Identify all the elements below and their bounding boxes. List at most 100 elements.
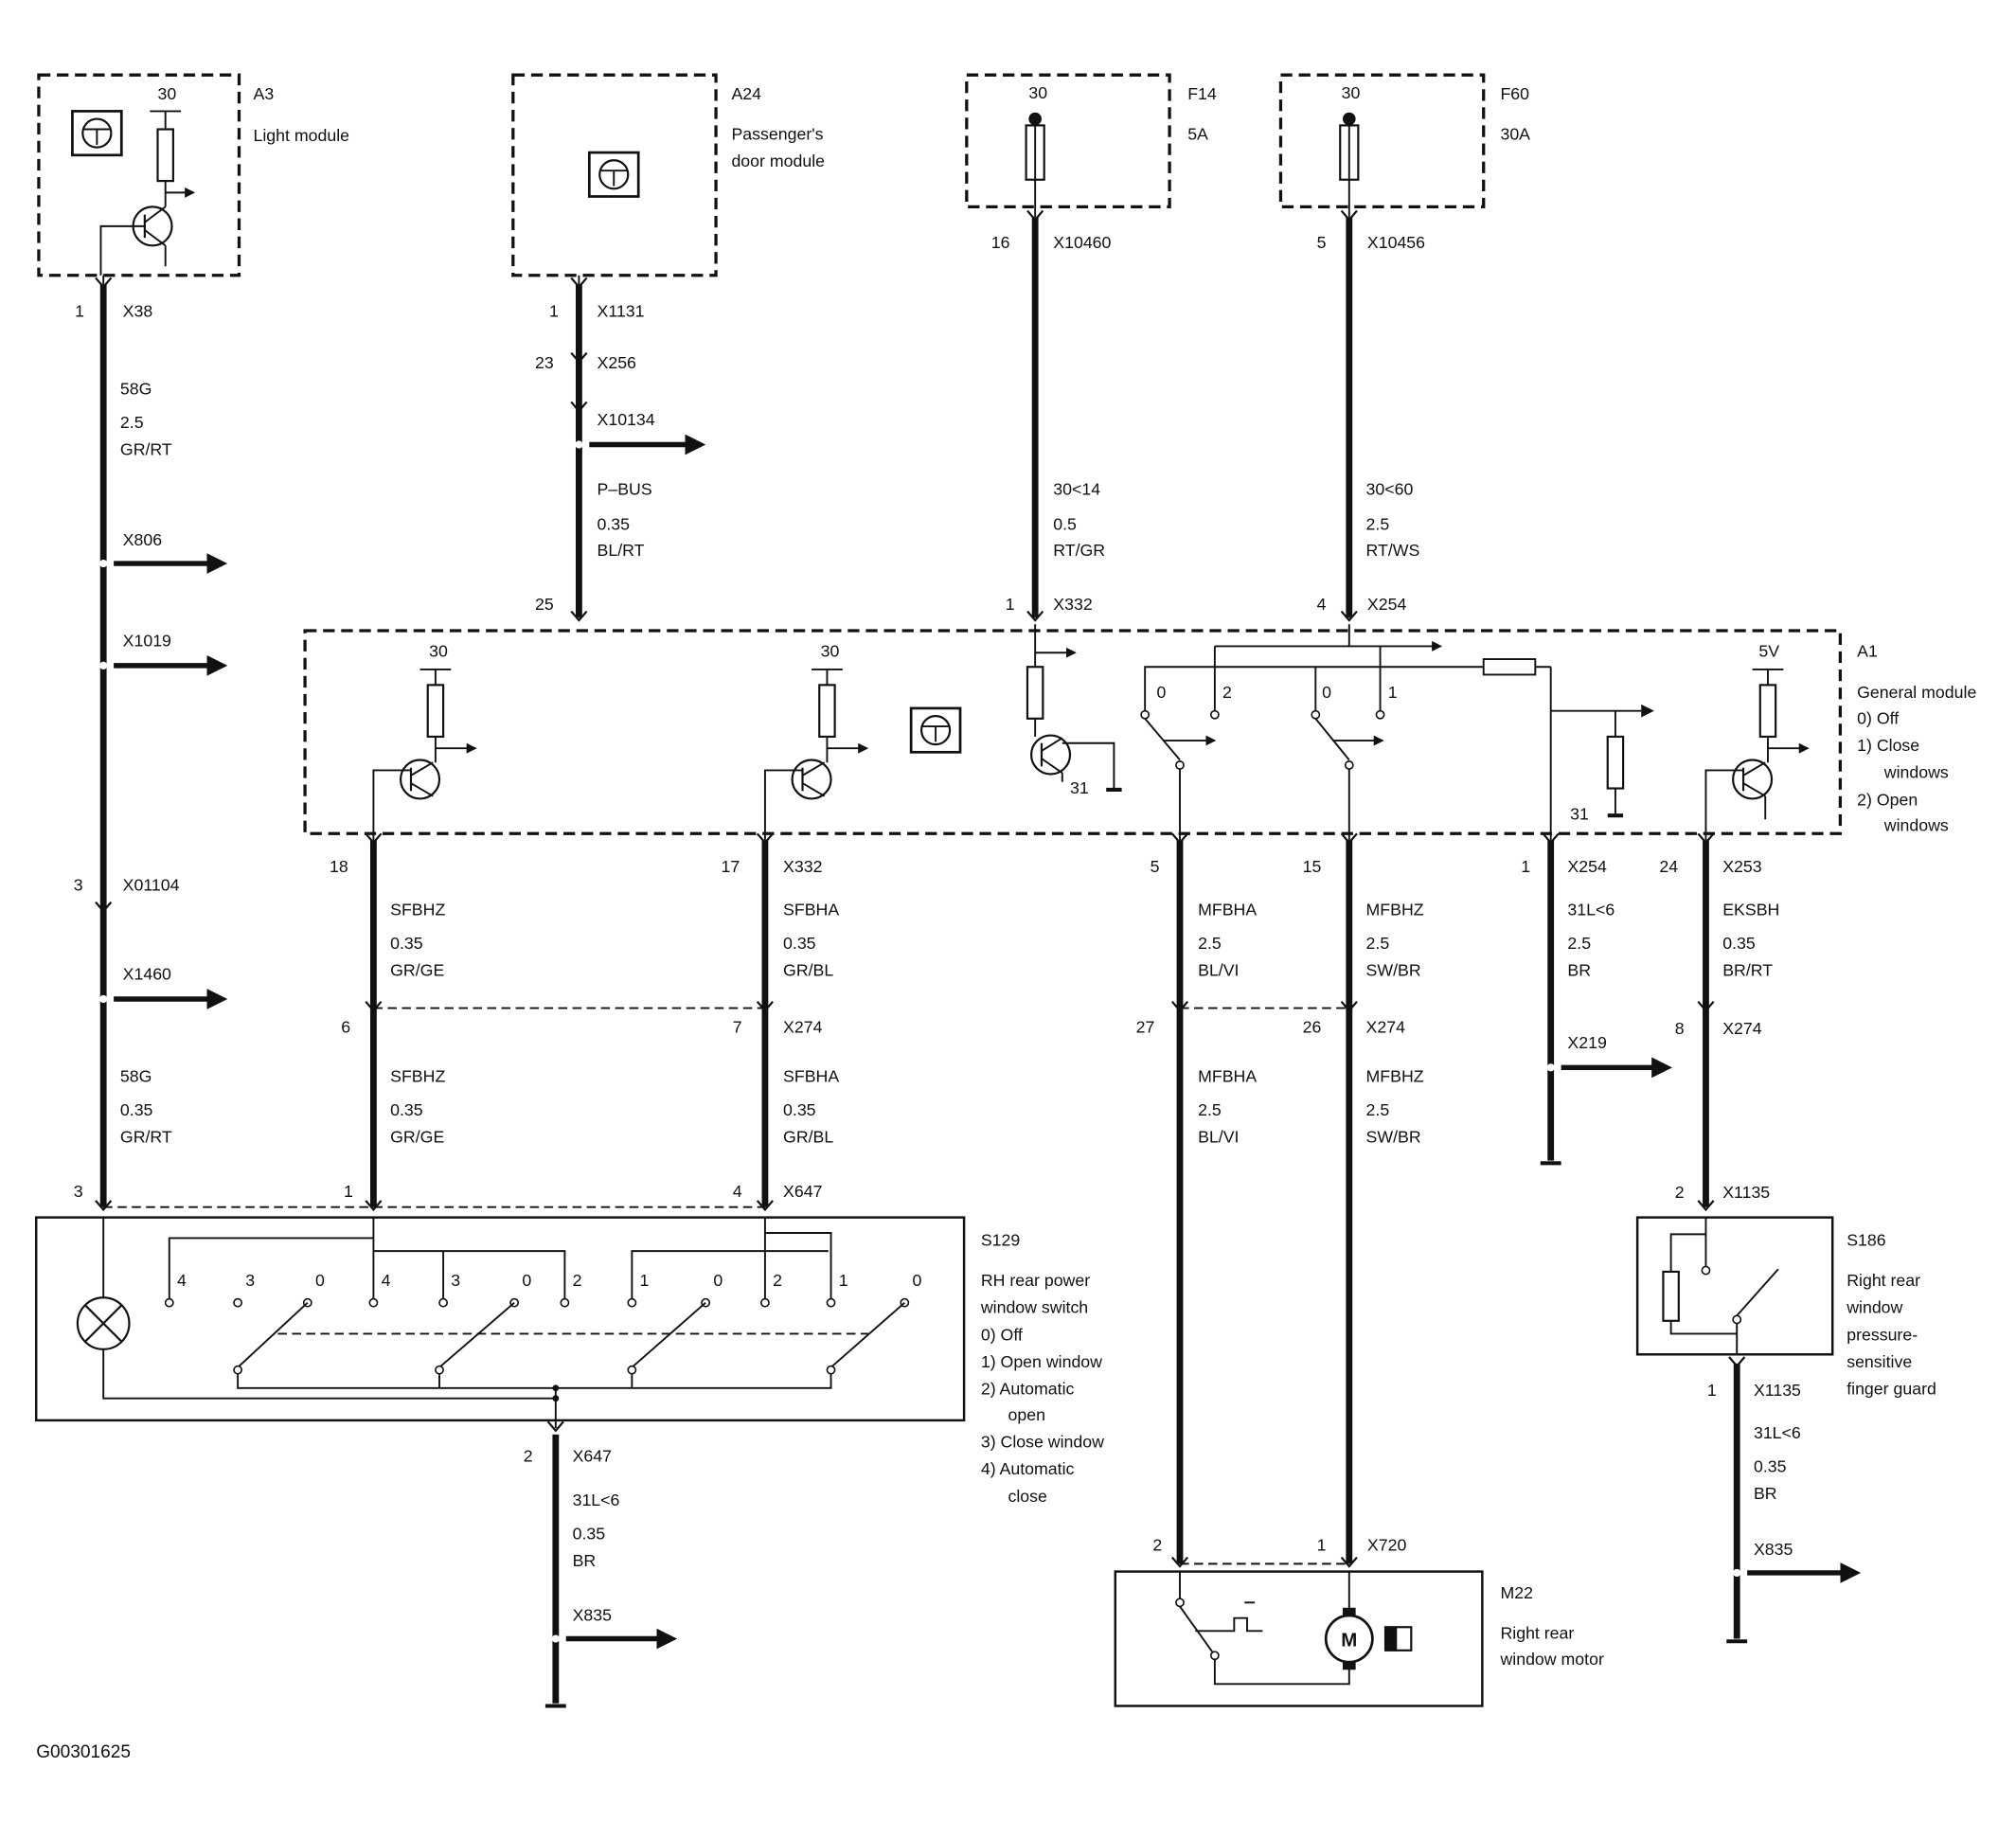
pin-label: 23 [535, 353, 554, 372]
f14-terminal: 30 [1028, 83, 1047, 102]
wire-30-14: 16 X10460 30<14 0.5 RT/GR 1 X332 [991, 179, 1112, 618]
connector-joint [570, 351, 588, 364]
wire-signal: SFBHZ [390, 1066, 445, 1085]
connector-label: X256 [598, 353, 637, 372]
connector-label: X254 [1367, 595, 1407, 614]
wire-signal: 30<14 [1053, 480, 1100, 499]
a24-name-line1: Passenger's [731, 124, 823, 143]
switch-contact [560, 1297, 570, 1308]
wire-color: GR/RT [120, 1127, 172, 1146]
pin-label: 2 [524, 1447, 533, 1466]
connector-joint [756, 832, 774, 845]
switch-contact-label: 0 [913, 1271, 922, 1290]
pin-label: 3 [74, 875, 83, 894]
pin-label: 3 [74, 1182, 83, 1201]
pin-label: 18 [330, 857, 348, 876]
connector-joint [1340, 209, 1358, 222]
wire-eksbh: 24 X253 EKSBH 0.35 BR/RT 8 X274 2 X1135 [1659, 840, 1779, 1207]
m22-name-line1: Right rear [1500, 1624, 1574, 1643]
switch-contact-label: 4 [177, 1271, 187, 1290]
branch-connector: X219 [1567, 1033, 1607, 1052]
motor-symbol: M [1341, 1630, 1357, 1651]
wire-signal: SFBHZ [390, 900, 445, 919]
window-motor-m22: M M22 Right rear window motor [1114, 1570, 1604, 1707]
wire-sfbhz: 18 SFBHZ 0.35 GR/GE 6 SFBHZ 0.35 GR/GE 1 [330, 840, 445, 1207]
resistor-icon [1662, 1270, 1680, 1322]
s186-legend-line: Right rear [1847, 1271, 1920, 1290]
connector-joint [1697, 832, 1715, 845]
wire-gauge: 2.5 [1567, 934, 1591, 953]
pin-label: 24 [1659, 857, 1678, 876]
chip-icon [71, 110, 123, 157]
pin-label: 17 [722, 857, 740, 876]
s129-legend-line: 3) Close window [981, 1433, 1104, 1452]
connector-label: X10456 [1367, 233, 1425, 252]
branch-connector: X835 [1754, 1540, 1793, 1559]
resistor-icon [426, 684, 445, 739]
switch-contact-label: 3 [245, 1271, 255, 1290]
transistor-icon [399, 759, 441, 800]
pin-label: 1 [549, 301, 559, 320]
wire-signal: SFBHA [783, 1066, 839, 1085]
wire-gauge: 0.35 [573, 1524, 606, 1543]
branch-connector: X1460 [123, 965, 171, 984]
connector-joint [1340, 832, 1358, 845]
wire-gauge: 0.35 [390, 934, 423, 953]
connector-joint [1542, 832, 1560, 845]
wire-gauge: 2.5 [120, 413, 144, 432]
wire-signal: SFBHA [783, 900, 839, 919]
connector-joint [1340, 1001, 1358, 1012]
connector-label: X1135 [1722, 1183, 1770, 1202]
connector-label: X332 [1053, 595, 1092, 614]
wire-gauge: 2.5 [1366, 1100, 1390, 1119]
connector-joint [570, 277, 588, 289]
resistor-icon [156, 128, 174, 183]
pin-label: 2 [1675, 1183, 1685, 1202]
switch-contact-label: 0 [315, 1271, 325, 1290]
wire-s129-ground: 2 X647 31L<6 0.35 BR X835 [524, 1434, 678, 1708]
wire-color: GR/RT [120, 439, 172, 458]
relay-position-label: 1 [1388, 683, 1398, 702]
a1-legend-line: windows [1883, 816, 1949, 835]
wire-signal: P–BUS [598, 480, 652, 499]
connector-label: X1131 [598, 301, 645, 320]
relay-position-label: 0 [1156, 683, 1166, 702]
wire-signal: 31L<6 [573, 1491, 620, 1509]
lamp-icon [76, 1296, 131, 1350]
connector-label: X254 [1567, 857, 1607, 876]
switch-contact [826, 1297, 836, 1308]
pin-label: 7 [733, 1017, 742, 1036]
m22-name-line2: window motor [1499, 1650, 1603, 1669]
chip-icon [909, 706, 962, 754]
connector-label: X720 [1367, 1536, 1407, 1555]
m22-id: M22 [1500, 1583, 1533, 1602]
f14-id: F14 [1187, 84, 1217, 103]
wire-color: BL/VI [1198, 1127, 1239, 1146]
pin-label: 4 [733, 1182, 742, 1201]
wire-gauge: 2.5 [1366, 934, 1390, 953]
pin-label: 27 [1136, 1017, 1155, 1036]
wire-signal: 58G [120, 379, 152, 398]
wire-color: GR/BL [783, 960, 833, 979]
connector-joint [1170, 832, 1189, 845]
connector-joint [756, 1200, 774, 1212]
wire-mfbha: 5 MFBHA 2.5 BL/VI 27 MFBHA 2.5 BL/VI 2 [1136, 840, 1257, 1564]
a24-id: A24 [731, 84, 761, 103]
pin-label: 5 [1317, 233, 1327, 252]
a1-supply-label: 30 [429, 641, 448, 660]
passenger-door-module-a24: A24 Passenger's door module [511, 73, 825, 277]
resistor-icon [1758, 684, 1777, 739]
wire-30-60: 5 X10456 30<60 2.5 RT/WS 4 X254 [1317, 179, 1425, 618]
s186-legend-line: sensitive [1847, 1352, 1912, 1371]
wire-signal: MFBHA [1198, 900, 1257, 919]
pin-label: 26 [1303, 1017, 1322, 1036]
s186-id: S186 [1847, 1231, 1886, 1250]
connector-joint [365, 1001, 383, 1012]
a3-terminal-label: 30 [157, 84, 176, 103]
wire-signal: MFBHZ [1366, 1066, 1424, 1085]
fuse-f14: 30 F14 5A [965, 73, 1217, 209]
connector-joints [95, 209, 1746, 1568]
s186-legend-line: window [1846, 1298, 1902, 1317]
wire-ground-x219: 1 X254 31L<6 2.5 BR X219 [1521, 840, 1672, 1166]
s129-legend-line: 4) Automatic [981, 1459, 1075, 1478]
